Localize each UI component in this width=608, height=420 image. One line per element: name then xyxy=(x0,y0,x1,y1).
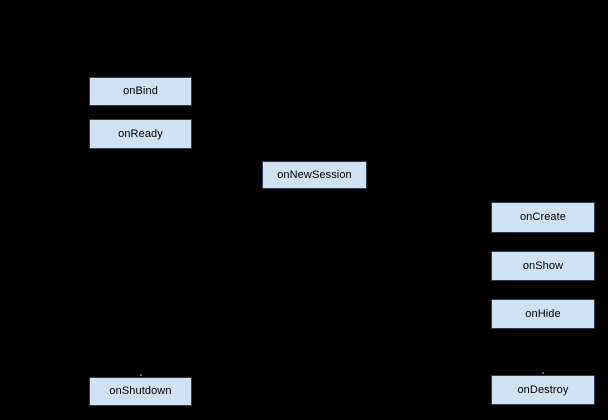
node-ondestroy-label: onDestroy xyxy=(517,383,569,396)
node-oncreate-label: onCreate xyxy=(519,211,567,223)
node-onhide-label: onHide xyxy=(525,307,561,320)
node-onnewsession-label: onNewSession xyxy=(277,168,352,181)
node-onshutdown: onShutdown xyxy=(89,377,192,406)
node-oncreate: onCreate xyxy=(491,202,595,233)
node-onbind-label: onBind xyxy=(123,85,158,97)
node-onshow: onShow xyxy=(491,251,595,281)
node-onready: onReady xyxy=(89,119,192,149)
node-onhide: onHide xyxy=(491,299,595,329)
node-ondestroy: onDestroy xyxy=(491,375,595,405)
node-onshutdown-label: onShutdown xyxy=(109,385,172,397)
node-onready-label: onReady xyxy=(118,127,163,140)
arrow-tip-artifact xyxy=(542,372,544,374)
node-onbind: onBind xyxy=(89,77,192,106)
node-onnewsession: onNewSession xyxy=(262,161,367,189)
arrow-tip-artifact xyxy=(140,374,142,376)
node-onshow-label: onShow xyxy=(522,259,564,272)
